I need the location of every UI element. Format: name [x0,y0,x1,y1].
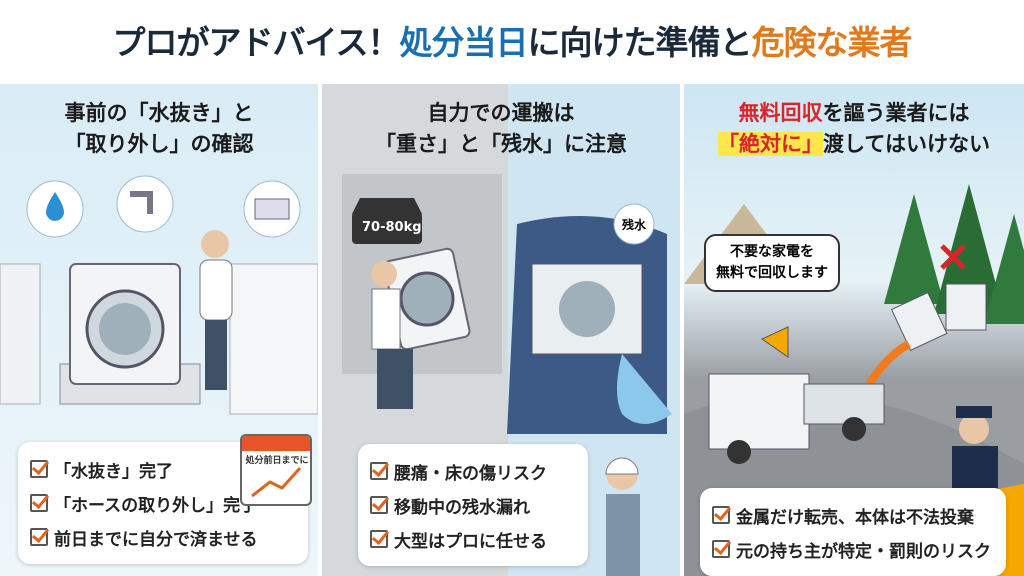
text: 「ホースの取り外し」完了 [54,495,258,516]
panel-danger: 無料回収を謳う業者には 「絶対に」渡してはいけない 不要な家電を無料で回収します… [684,84,1024,576]
text: 「絶対に」 [718,132,824,156]
text: 事前の「水抜き」と [64,101,254,125]
text: 自力での運搬は [427,101,575,125]
weight-label: 70-80kg [362,220,422,235]
checklist: 腰痛・床の傷リスク 移動中の残水漏れ 大型はプロに任せる [358,444,588,566]
text: 渡してはいけない [823,132,990,156]
title-part: プロがアドバイス！ [112,23,400,62]
text: 金属だけ転売、本体は不法投棄 [736,507,974,528]
panel-preparation: 事前の「水抜き」と「取り外し」の確認 「水抜き」完了 「ホースの取り外し」完了 … [0,84,318,576]
checklist-item: 腰痛・床の傷リスク [370,454,576,488]
checklist-item: 元の持ち主が特定・罰則のリスク [712,532,994,566]
text: 「重さ」と「残水」に注意 [375,132,627,156]
transport-illustration [342,174,672,576]
checkbox-icon [370,496,388,514]
title-highlight-orange: 危険な業者 [751,23,913,62]
calendar-grid [251,466,302,498]
page-title: プロがアドバイス！処分当日に向けた準備と危険な業者 [0,16,1024,64]
weight-icon [352,198,422,214]
control-panel-icon [254,198,290,220]
title-highlight-blue: 処分当日 [399,23,529,62]
calendar-icon: 処分前日までに [240,434,312,506]
checkbox-icon [370,530,388,548]
text: 前日までに自分で済ませる [54,529,258,550]
text: 「取り外し」の確認 [64,132,254,156]
washing-machine-illustration [0,175,318,415]
text: 無料で回収します [716,265,828,281]
panel-heading: 自力での運搬は「重さ」と「残水」に注意 [322,98,680,160]
checklist-item: 大型はプロに任せる [370,522,576,556]
panel-transport: 自力での運搬は「重さ」と「残水」に注意 70-80kg 残水 腰痛・床の傷リスク… [322,84,680,576]
text: 不要な家電を [730,244,814,260]
checklist-item: 「ホースの取り外し」完了 [30,486,296,520]
checklist-item: 移動中の残水漏れ [370,488,576,522]
checklist-item: 「水抜き」完了 [30,452,296,486]
title-part: に向けた準備と [527,23,753,62]
water-drop-icon [46,192,64,221]
water-label: 残水 [622,218,647,232]
panel-heading: 無料回収を謳う業者には 「絶対に」渡してはいけない [684,98,1024,160]
text: 大型はプロに任せる [394,531,547,552]
text: 移動中の残水漏れ [394,497,530,518]
calendar-label: 処分前日までに [245,456,309,466]
cross-icon [940,244,966,270]
megaphone-icon [760,326,789,358]
speech-bubble: 不要な家電を無料で回収します [704,234,840,292]
checklist-item: 前日までに自分で済ませる [30,520,296,554]
panel-heading: 事前の「水抜き」と「取り外し」の確認 [0,98,318,160]
text: を謳う業者には [822,101,970,125]
checkbox-icon [712,506,730,524]
text: 「水抜き」完了 [54,461,173,482]
arrow-icon [865,340,911,387]
text: 腰痛・床の傷リスク [394,463,547,484]
checkbox-icon [370,462,388,480]
text: 元の持ち主が特定・罰則のリスク [736,541,991,562]
faucet-icon [130,191,153,214]
checklist: 金属だけ転売、本体は不法投棄 元の持ち主が特定・罰則のリスク [700,488,1006,576]
text: 無料回収 [738,101,823,125]
checkbox-icon [30,528,48,546]
calendar-header [242,436,310,451]
checkbox-icon [712,540,730,558]
checkbox-icon [30,460,48,478]
checkbox-icon [30,494,48,512]
checklist-item: 金属だけ転売、本体は不法投棄 [712,498,994,532]
